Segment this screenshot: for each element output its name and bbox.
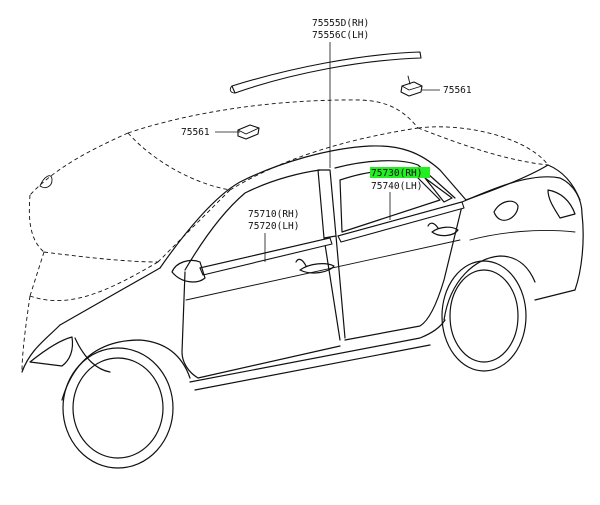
label-front-door-rh: 75710(RH) (248, 209, 299, 220)
clip-part-left (237, 124, 260, 140)
label-clip-right: 75561 (443, 85, 472, 96)
label-clip-left: 75561 (181, 127, 210, 138)
roof-outline (21, 99, 549, 373)
label-roof-molding-lh: 75556C(LH) (312, 30, 369, 41)
leader-lines (215, 42, 440, 262)
clip-part-right (400, 75, 423, 97)
mirror-left (39, 175, 53, 189)
label-roof-molding-rh: 75555D(RH) (312, 18, 369, 29)
car-body (21, 145, 584, 469)
label-front-door-lh: 75720(LH) (248, 221, 299, 232)
roof-molding-part (229, 51, 422, 94)
label-rear-door-lh: 75740(LH) (371, 181, 422, 192)
highlight-box (370, 167, 430, 178)
label-rear-door-rh: 75730(RH) (371, 168, 422, 179)
